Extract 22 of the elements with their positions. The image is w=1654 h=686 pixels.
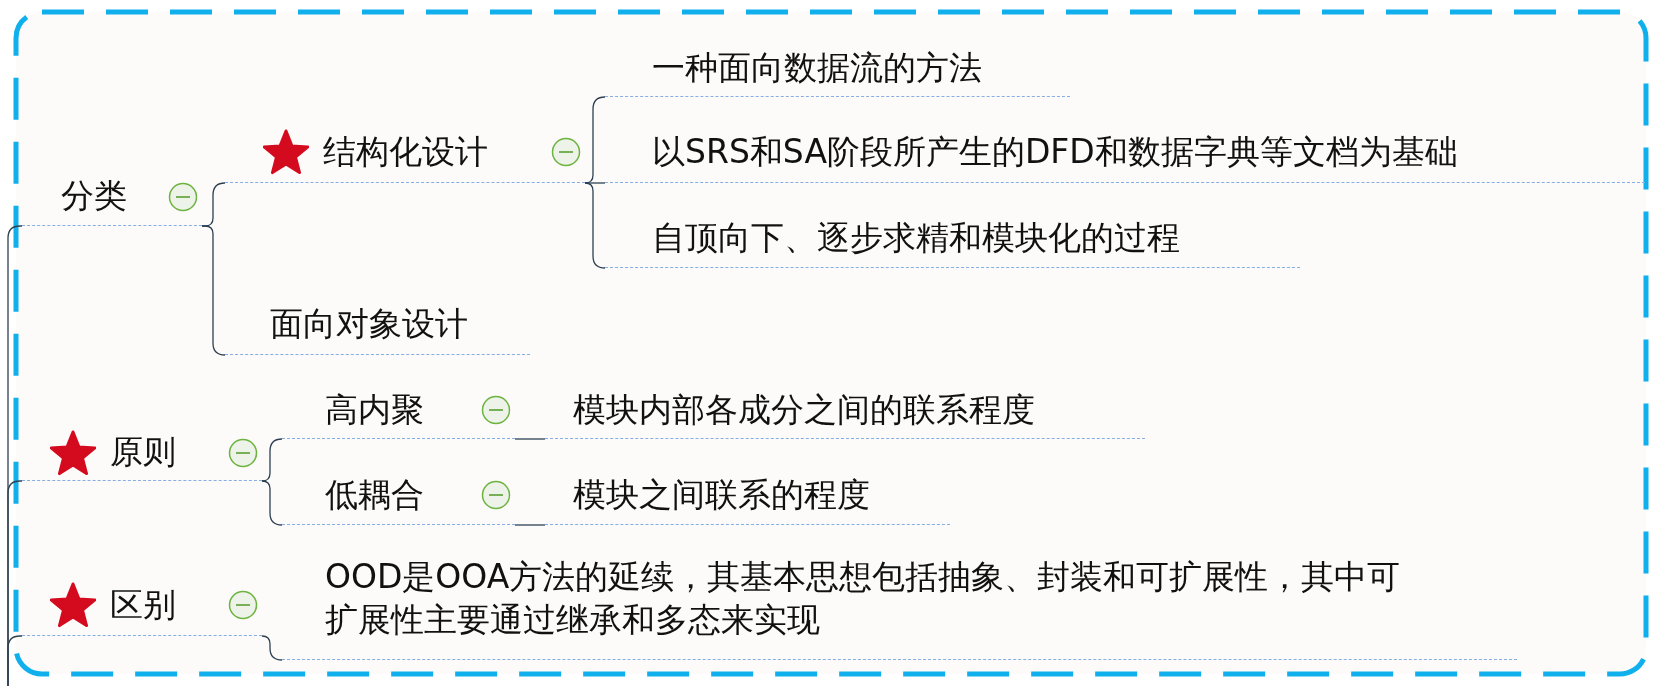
topic-text: 结构化设计 [323,130,488,173]
topic-text: 面向对象设计 [270,303,468,346]
topic-text: 原则 [110,431,176,474]
branch-line [7,635,23,686]
topic-text: 自顶向下、逐步求精和模块化的过程 [652,217,1180,260]
topic-text: 以SRS和SA阶段所产生的DFD和数据字典等文档为基础 [652,130,1458,173]
topic-text: 低耦合 [325,473,424,516]
branch-line [261,438,283,482]
topic-text: 模块之间联系的程度 [573,473,870,516]
topic-text: 分类 [61,175,127,218]
branch-line [201,225,226,356]
topic-text: 一种面向数据流的方法 [652,46,982,89]
branch-line [261,635,283,661]
topic-text: 模块内部各成分之间的联系程度 [573,388,1035,431]
topic-text: 高内聚 [325,388,424,431]
branch-line [584,182,606,184]
branch-line [514,524,546,526]
branch-line [514,438,546,440]
topic-text: 区别 [110,583,176,626]
topic-text: OOD是OOA方法的延续，其基本思想包括抽象、封装和可扩展性，其中可扩展性主要通过继承和多态来实现 [325,555,1402,641]
branch-line [261,480,283,526]
branch-line [584,182,606,269]
